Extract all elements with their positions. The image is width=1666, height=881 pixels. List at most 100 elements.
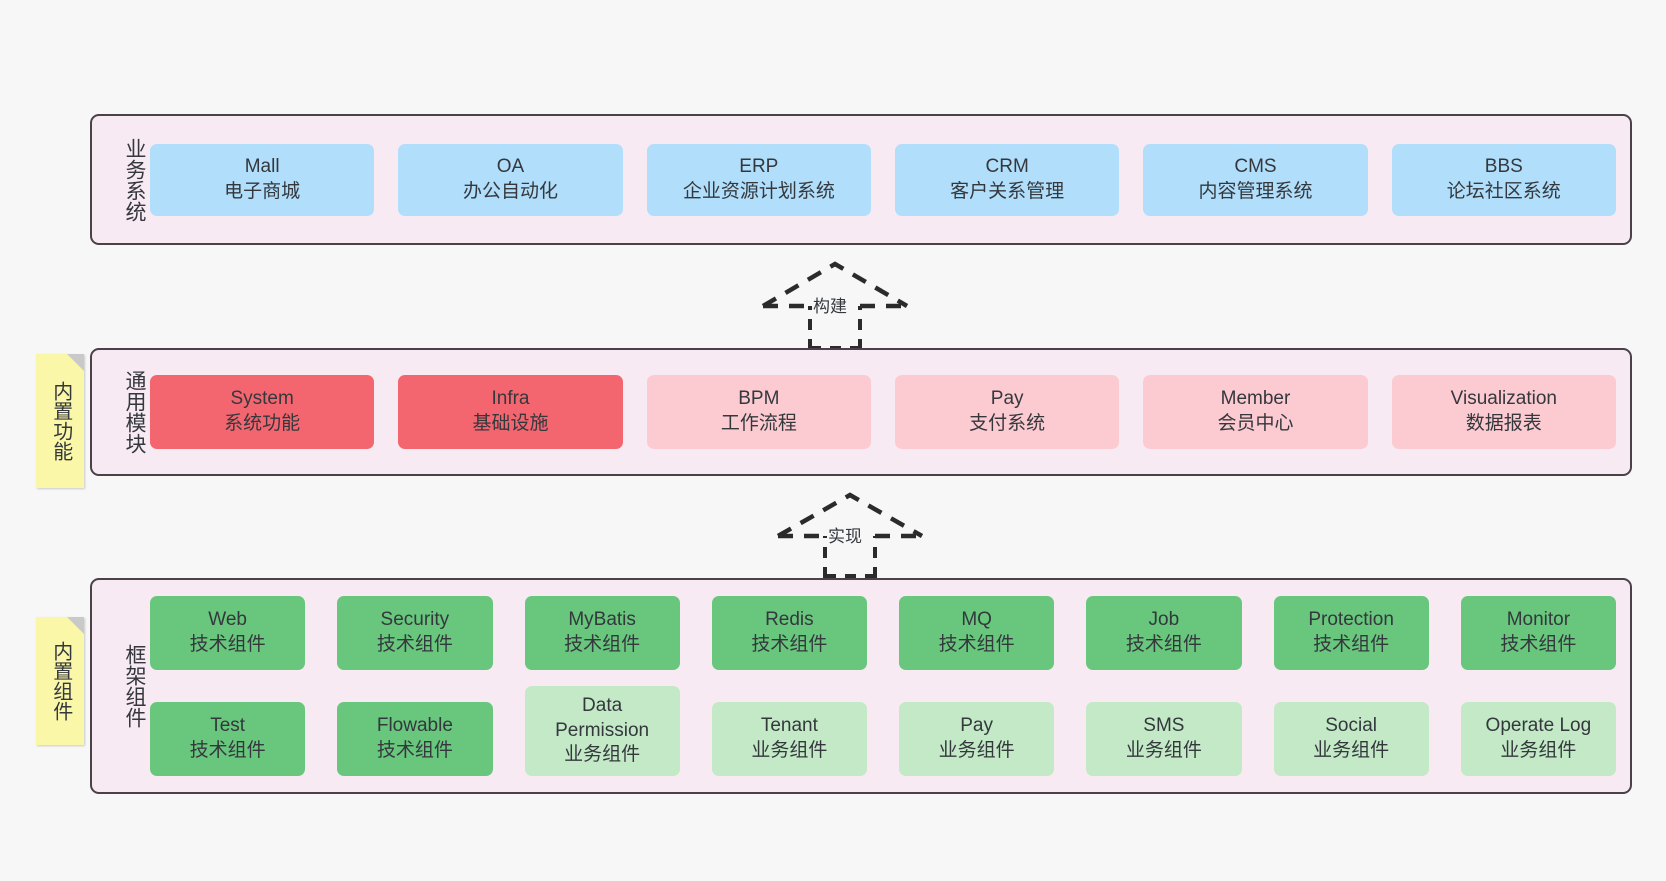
card-visualization-desc: 数据报表 [1465, 413, 1542, 434]
card-erp-desc: 企业资源计划系统 [682, 180, 835, 202]
card-monitor[interactable]: Monitor 技术组件 [1460, 596, 1616, 670]
card-test-name: Test [210, 715, 246, 737]
card-sms-name: SMS [1143, 715, 1185, 737]
card-social[interactable]: Social 业务组件 [1273, 702, 1429, 776]
card-protection[interactable]: Protection 技术组件 [1273, 596, 1429, 670]
card-visualization-name: Visualization [1450, 388, 1557, 410]
card-redis-desc: 技术组件 [751, 634, 828, 655]
card-monitor-desc: 技术组件 [1500, 634, 1577, 655]
card-job-name: Job [1148, 609, 1180, 631]
layer-common-module-body: System 系统功能 Infra 基础设施 BPM 工作流程 Pay 支付系统… [146, 350, 1630, 474]
card-erp[interactable]: ERP 企业资源计划系统 [646, 143, 871, 216]
layer-framework-component-row-0: Web 技术组件 Security 技术组件 MyBatis 技术组件 Redi… [150, 596, 1616, 670]
card-mybatis[interactable]: MyBatis 技术组件 [524, 596, 680, 670]
card-monitor-name: Monitor [1506, 609, 1571, 631]
card-mybatis-name: MyBatis [568, 609, 636, 631]
card-social-name: Social [1325, 715, 1377, 737]
layer-business-system-row-0: Mall 电子商城 OA 办公自动化 ERP 企业资源计划系统 CRM 客户关系… [150, 143, 1616, 216]
card-protection-desc: 技术组件 [1313, 634, 1390, 655]
card-oa-desc: 办公自动化 [462, 180, 558, 202]
card-mall-desc: 电子商城 [224, 180, 301, 202]
card-web[interactable]: Web 技术组件 [150, 596, 306, 670]
card-erp-name: ERP [739, 155, 779, 177]
layer-common-module: 通用模块 System 系统功能 Infra 基础设施 BPM 工作流程 Pay [90, 348, 1632, 476]
card-flowable[interactable]: Flowable 技术组件 [337, 702, 493, 776]
card-web-name: Web [208, 609, 247, 631]
card-pay-module[interactable]: Pay 支付系统 [894, 375, 1120, 449]
card-web-desc: 技术组件 [189, 634, 266, 655]
card-infra-name: Infra [491, 388, 530, 410]
card-flowable-name: Flowable [376, 715, 453, 737]
card-infra[interactable]: Infra 基础设施 [398, 375, 623, 449]
layer-framework-component: 框架组件 Web 技术组件 Security 技术组件 MyBatis 技术组件… [90, 578, 1632, 794]
card-sms-desc: 业务组件 [1125, 740, 1202, 761]
card-job[interactable]: Job 技术组件 [1086, 596, 1242, 670]
card-crm-name: CRM [985, 155, 1029, 177]
sticky-note-builtin-components: 内置组件 [36, 617, 84, 745]
card-oa[interactable]: OA 办公自动化 [398, 143, 623, 216]
card-operate-log-name: Operate Log [1485, 715, 1592, 737]
card-operate-log[interactable]: Operate Log 业务组件 [1460, 702, 1616, 776]
card-job-desc: 技术组件 [1125, 634, 1202, 655]
layer-business-system-title: 业务系统 [123, 137, 146, 222]
card-test[interactable]: Test 技术组件 [150, 702, 306, 776]
card-tenant[interactable]: Tenant 业务组件 [711, 702, 867, 776]
card-mall[interactable]: Mall 电子商城 [150, 143, 375, 216]
card-pay-component[interactable]: Pay 业务组件 [899, 702, 1055, 776]
card-mq-name: MQ [961, 609, 992, 631]
card-bbs[interactable]: BBS 论坛社区系统 [1391, 143, 1616, 216]
layer-common-module-title: 通用模块 [123, 370, 146, 454]
layer-business-system-body: Mall 电子商城 OA 办公自动化 ERP 企业资源计划系统 CRM 客户关系… [146, 116, 1630, 243]
card-redis[interactable]: Redis 技术组件 [711, 596, 867, 670]
card-crm[interactable]: CRM 客户关系管理 [894, 143, 1120, 216]
card-mybatis-desc: 技术组件 [564, 634, 641, 655]
card-system-name: System [230, 388, 294, 410]
card-system-desc: 系统功能 [224, 413, 301, 434]
card-bbs-name: BBS [1484, 155, 1523, 177]
connector-implement: 实现 [770, 490, 930, 578]
card-data-permission-name: Data Permission [555, 694, 650, 741]
card-security-name: Security [380, 609, 450, 631]
card-flowable-desc: 技术组件 [376, 740, 453, 761]
card-oa-name: OA [496, 155, 525, 177]
card-pay-component-desc: 业务组件 [938, 740, 1015, 761]
card-bpm[interactable]: BPM 工作流程 [646, 375, 871, 449]
card-tenant-name: Tenant [760, 715, 818, 737]
connector-implement-svg [776, 492, 924, 578]
card-mq[interactable]: MQ 技术组件 [899, 596, 1055, 670]
connector-build-label: 构建 [813, 297, 847, 316]
sticky-note-builtin-features-label: 内置功能 [49, 381, 72, 461]
sticky-fold-corner-icon [67, 617, 84, 634]
card-test-desc: 技术组件 [189, 740, 266, 761]
card-cms-desc: 内容管理系统 [1198, 180, 1313, 202]
card-system[interactable]: System 系统功能 [150, 375, 375, 449]
card-pay-component-name: Pay [960, 715, 993, 737]
layer-framework-component-title: 框架组件 [123, 644, 146, 728]
card-infra-desc: 基础设施 [472, 413, 549, 434]
card-member-desc: 会员中心 [1217, 413, 1294, 434]
layer-framework-component-row-1: Test 技术组件 Flowable 技术组件 Data Permission … [150, 686, 1616, 776]
card-member[interactable]: Member 会员中心 [1143, 375, 1368, 449]
card-cms-name: CMS [1234, 155, 1277, 177]
card-social-desc: 业务组件 [1313, 740, 1390, 761]
card-security-desc: 技术组件 [376, 634, 453, 655]
card-crm-desc: 客户关系管理 [950, 180, 1065, 202]
card-redis-name: Redis [765, 609, 814, 631]
card-pay-module-desc: 支付系统 [969, 413, 1046, 434]
card-protection-name: Protection [1308, 609, 1394, 631]
card-bbs-desc: 论坛社区系统 [1446, 180, 1561, 202]
layer-business-system: 业务系统 Mall 电子商城 OA 办公自动化 ERP 企业资源计划系统 CRM [90, 114, 1632, 245]
card-pay-module-name: Pay [990, 388, 1024, 410]
layer-common-module-row-0: System 系统功能 Infra 基础设施 BPM 工作流程 Pay 支付系统… [150, 375, 1616, 449]
card-bpm-desc: 工作流程 [720, 413, 797, 434]
card-data-permission[interactable]: Data Permission 业务组件 [524, 686, 680, 776]
sticky-fold-corner-icon [67, 354, 84, 371]
card-visualization[interactable]: Visualization 数据报表 [1391, 375, 1616, 449]
card-security[interactable]: Security 技术组件 [337, 596, 493, 670]
card-member-name: Member [1220, 388, 1291, 410]
sticky-note-builtin-features: 内置功能 [36, 354, 84, 488]
card-data-permission-desc: 业务组件 [564, 744, 641, 766]
card-cms[interactable]: CMS 内容管理系统 [1143, 143, 1368, 216]
card-sms[interactable]: SMS 业务组件 [1086, 702, 1242, 776]
